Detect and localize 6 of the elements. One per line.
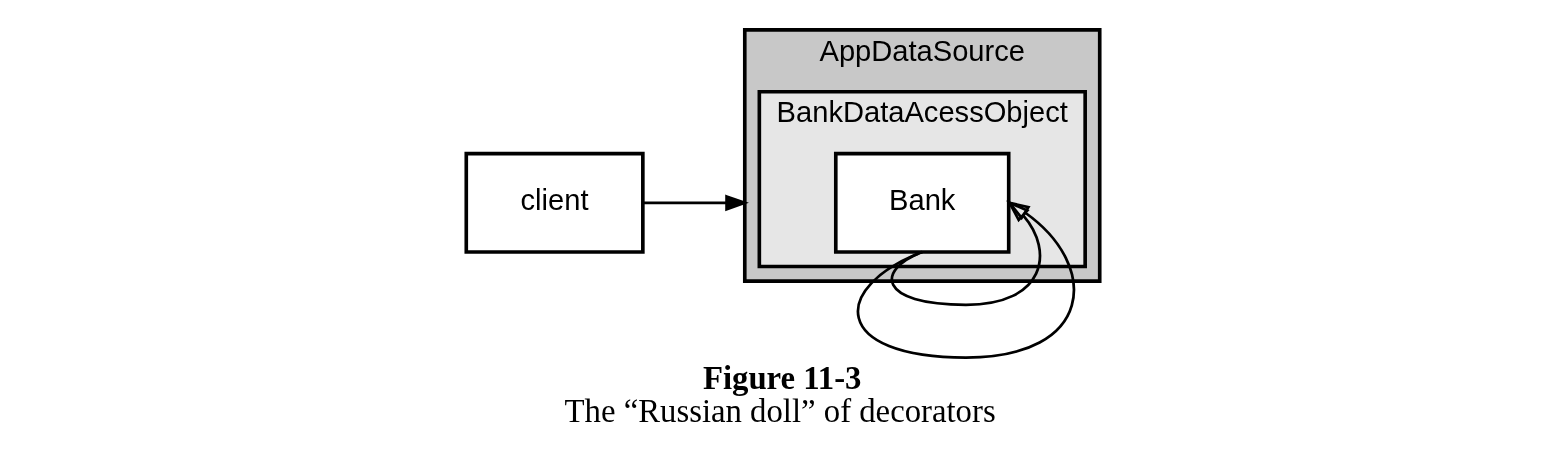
node-box: client <box>464 151 645 254</box>
node-box: Bank <box>833 151 1011 254</box>
diagram-title: Figure 11-3 <box>702 360 862 397</box>
arrow <box>643 194 749 212</box>
arrow <box>890 200 1042 307</box>
arrow <box>857 200 1076 359</box>
